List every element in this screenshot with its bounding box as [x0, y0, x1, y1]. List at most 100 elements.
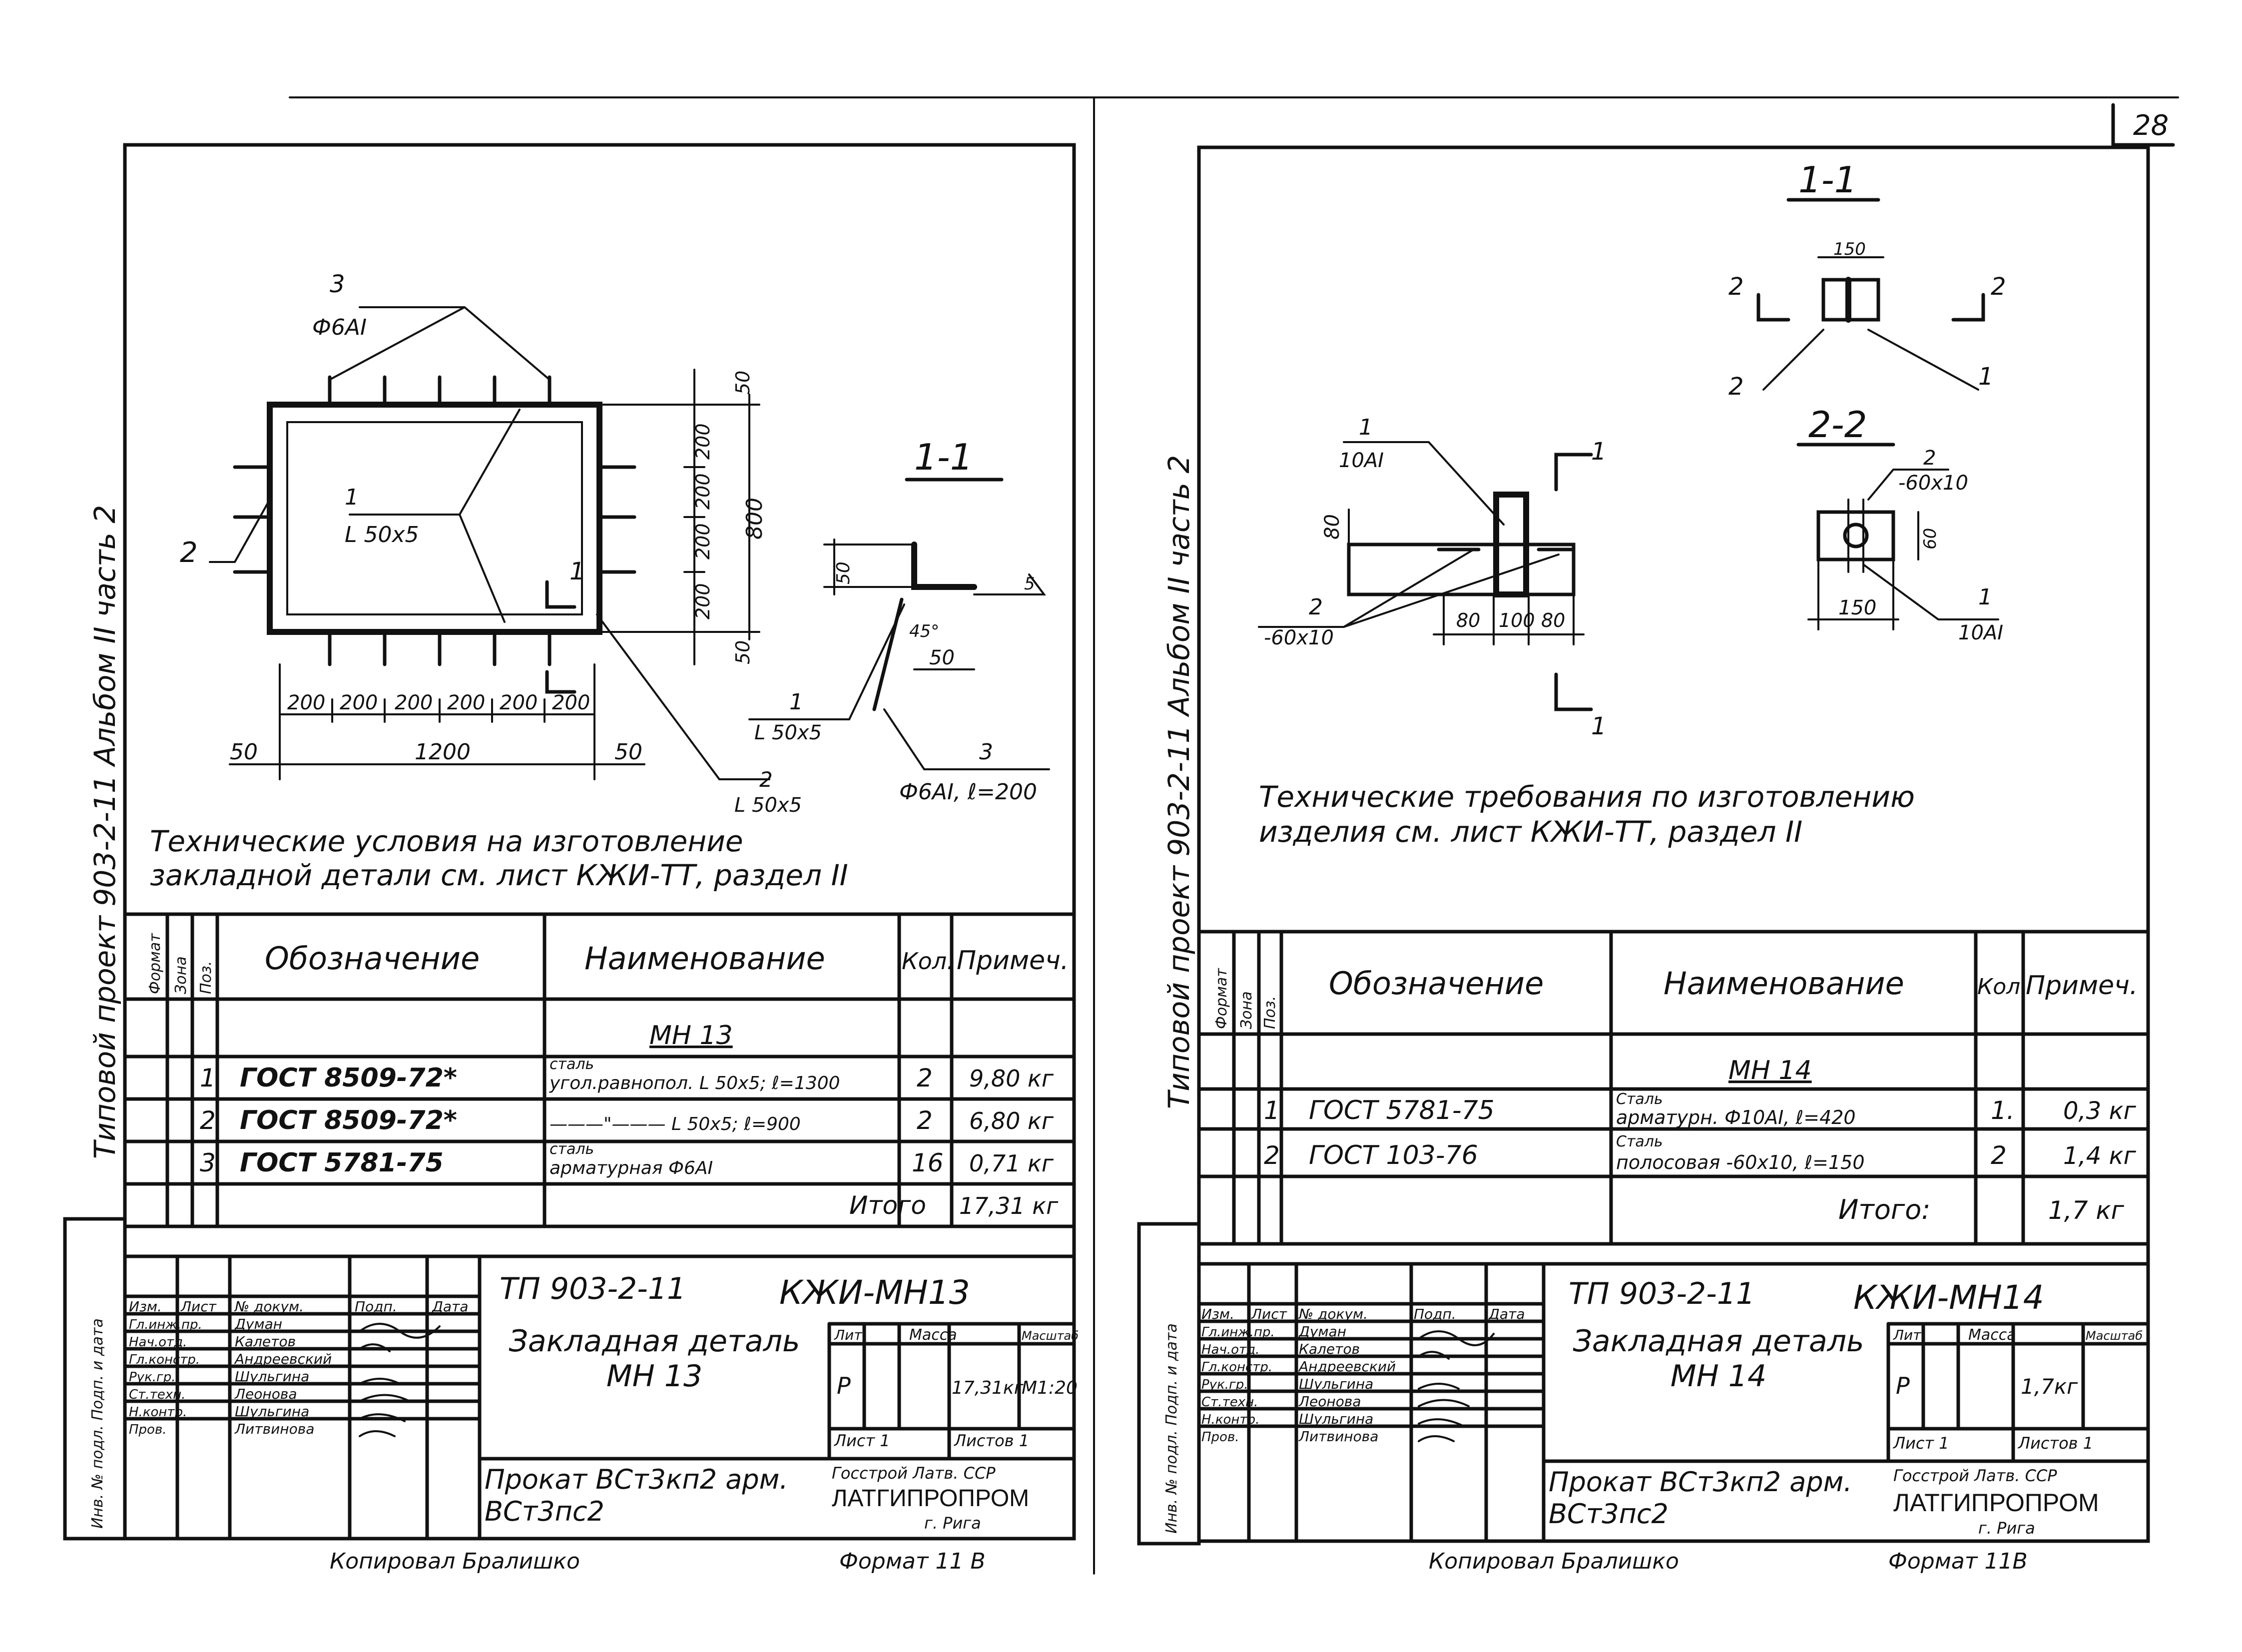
r-sig5-name: Леонова: [1298, 1393, 1361, 1410]
view-cut-marks: [1554, 453, 1593, 711]
sig1-name: Думан: [234, 1316, 282, 1332]
r-tb-role-sign: Подп.: [1414, 1306, 1456, 1322]
callout-3-spec: Ф6АI: [312, 315, 367, 340]
r-tb-title: Закладная деталь МН 14: [1573, 1324, 1864, 1394]
dim-right-4: 200: [692, 523, 714, 559]
view-callout-2: 2: [1309, 594, 1323, 620]
r-tb-lit-label: Лит.: [1893, 1327, 1925, 1343]
sec-callout-1-spec: L 50x5: [754, 721, 822, 744]
left-frame: [123, 143, 1076, 1541]
right-side-stamp: Инв. № подл. Подп. и дата: [1163, 1323, 1180, 1534]
sig5-name: Леонова: [234, 1386, 297, 1402]
r-tb-material-box: Прокат ВСт3кп2 арм. ВСт3пс2: [1549, 1466, 1852, 1530]
section-stud: [872, 597, 904, 711]
r-hdr-qty: Кол.: [1977, 974, 2027, 1000]
tb-role-izm: Изм.: [129, 1298, 162, 1315]
r-sig4-role: Рук.гр.: [1201, 1377, 1248, 1392]
view-dim-2: 100: [1499, 609, 1535, 631]
sec11-callout-1: 1: [1978, 363, 1994, 391]
section-mark: 1: [569, 557, 585, 585]
section-angle: [911, 542, 977, 590]
row2-note: 6,80 кг: [969, 1107, 1054, 1134]
tb-material: Прокат ВСт3кп2 арм. ВСт3пс2: [485, 1464, 788, 1527]
right-main-view: 1 10АI 80 2 -60x10 80 100 80 1 1: [1258, 415, 1607, 740]
sec-callout-3-spec: Ф6АI, ℓ=200: [899, 779, 1037, 805]
right-side-caption: Типовой проект 903-2-11 Альбом II часть …: [1162, 455, 1196, 1109]
right-notes-box: Технические требования по изготовлению и…: [1259, 780, 1915, 849]
r-hdr-note: Примеч.: [2026, 971, 2138, 1001]
plate-view: [1347, 543, 1576, 596]
tb-role-doc: № докум.: [234, 1298, 304, 1315]
r-sig7-name: Литвинова: [1298, 1428, 1378, 1445]
sec-dim-50: 50: [833, 561, 854, 584]
r-sig7-role: Пров.: [1201, 1430, 1239, 1445]
callout-2-bottom-spec: L 50x5: [734, 794, 802, 817]
tb-lit-value: Р: [837, 1372, 851, 1399]
leader-2: [209, 499, 271, 563]
page-number-box: [2111, 103, 2175, 147]
r-row2-pos: 2: [1264, 1141, 1280, 1170]
right-title-block: Инв. № подл. Подп. и дата: [1137, 1222, 2150, 1546]
sec11-title: 1-1: [1798, 159, 1857, 201]
sig1-role: Гл.инж.пр.: [129, 1317, 202, 1332]
hdr-pos: Поз.: [197, 961, 215, 994]
right-frame: [1197, 145, 2150, 1543]
dim-edge-right: 50: [614, 739, 642, 765]
r-tb-sheet: Лист 1: [1893, 1434, 1949, 1453]
sec-dim-5: 5: [1024, 574, 1035, 594]
r-drawing-code: КЖИ-МН14: [1853, 1278, 2044, 1317]
r-sig3-role: Гл.констр.: [1201, 1360, 1272, 1375]
sec11-cut-left: 2: [1728, 273, 1744, 301]
dim-bottom-2: 200: [340, 691, 378, 714]
tb-sheet: Лист 1: [834, 1431, 890, 1450]
signature-scribbles: [359, 1323, 441, 1437]
dim-bottom-6: 200: [552, 691, 590, 714]
section-title: 1-1: [914, 436, 973, 478]
r-tb-mass-label: Масса: [1968, 1326, 2016, 1344]
row1-name-top: сталь: [550, 1056, 594, 1073]
row3-name: арматурная Ф6АI: [550, 1158, 713, 1178]
sec22-bar: [1843, 523, 1869, 549]
hdr-zone: Зона: [172, 956, 190, 994]
left-section-1-1: 1-1 50 50 45° 5 1 L 50x5 3 Ф6АI, ℓ=200: [748, 436, 1050, 805]
r-sig4-name: Шульгина: [1299, 1376, 1373, 1392]
sec11-dim: 150: [1833, 239, 1866, 259]
r-tb-org-top: Госстрой Латв. ССР: [1893, 1466, 2057, 1485]
tb-mass-value: 17,31кг: [952, 1378, 1024, 1398]
dim-right-2: 200: [692, 423, 714, 460]
dim-edge-left: 50: [230, 739, 258, 765]
row1-qty: 2: [917, 1064, 933, 1093]
r-sig1-role: Гл.инж.пр.: [1201, 1325, 1275, 1340]
r-row2-name-top: Сталь: [1616, 1133, 1663, 1150]
dim-bottom-3: 200: [395, 691, 433, 714]
row3-qty: 16: [912, 1148, 944, 1177]
r-sig5-role: Ст.техн.: [1201, 1395, 1258, 1410]
r-row1-qty: 1.: [1991, 1096, 2015, 1125]
tb-scale-label: Масштаб: [1022, 1329, 1079, 1343]
tb-title-box: Закладная деталь МН 13: [509, 1324, 800, 1394]
view-callout-1-spec: 10АI: [1339, 449, 1384, 472]
r-tb-role-date: Дата: [1488, 1306, 1525, 1322]
right-section-2-2: 2-2 2 -60x10 60 150 1 10АI: [1796, 404, 2003, 644]
project-code: ТП 903-2-11: [500, 1271, 686, 1306]
sig2-name: Калетов: [235, 1333, 296, 1350]
row3-designation: ГОСТ 5781-75: [240, 1148, 444, 1178]
dim-overall-length: 1200: [415, 739, 471, 765]
hdr-designation: Обозначение: [265, 940, 480, 977]
left-title-block: Инв. № подл. Подп. и дата: [63, 1217, 1079, 1541]
row3-pos: 3: [200, 1148, 216, 1177]
r-hdr-pos: Поз.: [1261, 996, 1279, 1029]
page-number: 28: [2133, 109, 2169, 142]
dim-bottom-4: 200: [447, 691, 485, 714]
tb-title: Закладная деталь МН 13: [509, 1324, 800, 1394]
left-spec-table: Формат Зона Поз. Обозначение Наименовани…: [123, 912, 1076, 1228]
left-side-stamp: Инв. № подл. Подп. и дата: [89, 1318, 106, 1529]
spec-total-value: 17,31 кг: [959, 1192, 1059, 1219]
sec22-plate: [1816, 510, 1895, 561]
left-plan-view: 3 Ф6АI 1 L 50x5 2 2 L 50x5 1 200 200: [180, 270, 802, 817]
angle-frame-outer: [267, 402, 602, 635]
spec-group: МН 13: [649, 1021, 733, 1051]
row1-name: угол.равнопол. L 50x5; ℓ=1300: [549, 1073, 840, 1094]
callout-2: 2: [180, 537, 198, 569]
angle-frame-inner: [286, 421, 583, 615]
